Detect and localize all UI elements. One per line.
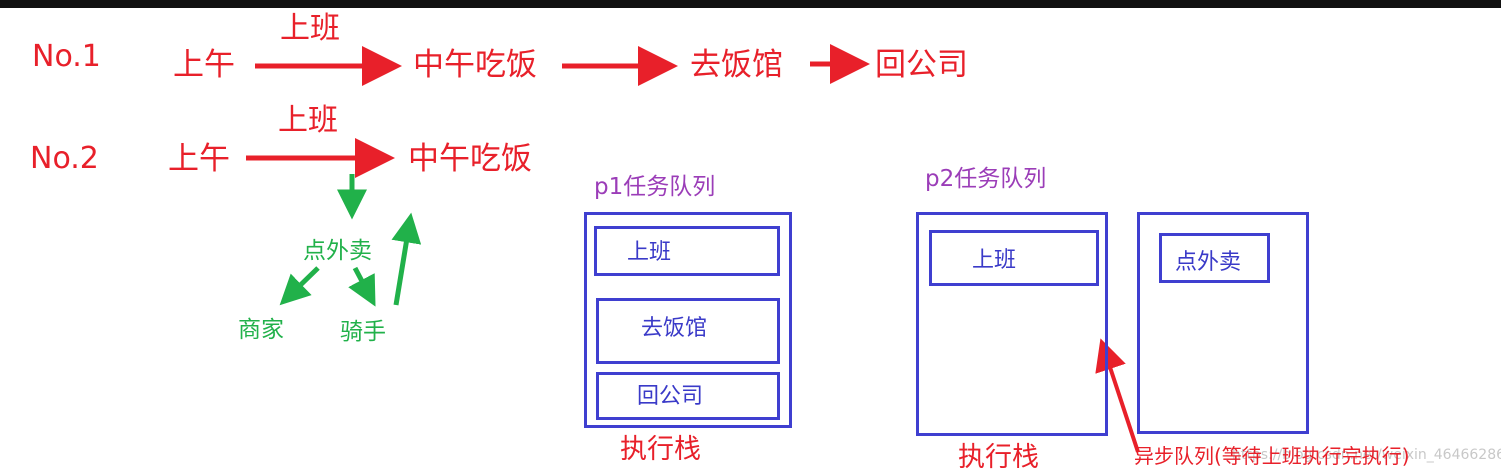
p2-stack-label: 执行栈 <box>958 442 1039 473</box>
p1-task-2 <box>596 298 780 364</box>
order-delivery-text: 点外卖 <box>303 238 372 264</box>
p2-stack-task <box>929 230 1099 286</box>
p2-stack-box <box>916 212 1108 436</box>
p1-task-3 <box>596 372 780 420</box>
p1-stack-box <box>584 212 792 428</box>
p2-stack-task-label: 上班 <box>972 248 1017 273</box>
row2-arrow-label: 上班 <box>278 103 338 138</box>
p1-stack-label: 执行栈 <box>620 434 701 465</box>
p2-queue-title: p2任务队列 <box>925 166 1047 192</box>
async-queue-label: 异步队列(等待上班执行完执行) <box>1134 444 1410 468</box>
p1-task-3-label: 回公司 <box>637 384 704 409</box>
arrow-up-to-lunch <box>391 212 422 306</box>
row1-start-text: 上午 <box>173 47 235 83</box>
p2-async-queue-box <box>1137 212 1309 434</box>
top-bar <box>0 0 1501 8</box>
arrow-to-merchant <box>279 266 320 306</box>
p1-task-1 <box>594 226 780 276</box>
watermark-text: https://blog.csdn.net/weixin_46466286 <box>1232 447 1501 463</box>
p1-queue-title: p1任务队列 <box>594 174 716 200</box>
p1-task-1-label: 上班 <box>627 240 672 265</box>
row1-restaurant-text: 去饭馆 <box>690 47 783 83</box>
p2-queue-task <box>1159 233 1270 283</box>
row2-label: No.2 <box>30 141 99 176</box>
rider-text: 骑手 <box>340 319 386 345</box>
row1-lunch-text: 中午吃饭 <box>413 47 537 83</box>
row2-start-text: 上午 <box>168 141 230 177</box>
row1-label: No.1 <box>32 39 101 74</box>
arrow-to-rider <box>348 266 376 307</box>
p2-queue-task-label: 点外卖 <box>1175 250 1242 275</box>
row2-lunch-text: 中午吃饭 <box>408 141 532 177</box>
merchant-text: 商家 <box>238 317 284 343</box>
row1-arrow-label: 上班 <box>280 11 340 46</box>
p1-task-2-label: 去饭馆 <box>641 316 708 341</box>
row1-office-text: 回公司 <box>875 47 968 83</box>
arrow-async-to-stack <box>1095 338 1140 453</box>
